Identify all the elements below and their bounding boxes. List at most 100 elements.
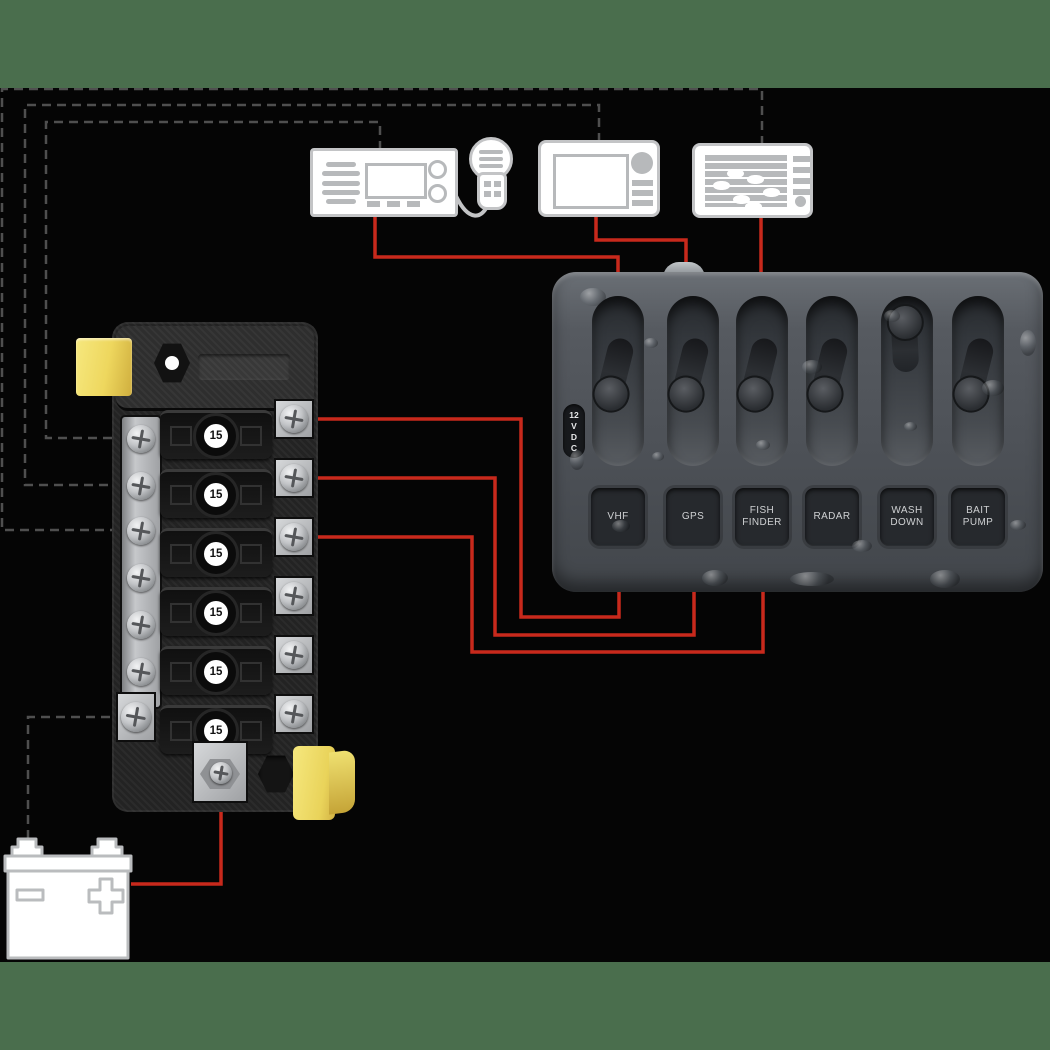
positive-wire-gps	[594, 214, 688, 266]
switch-label-vhf: VHF	[591, 488, 645, 546]
fuse-3: 15	[160, 528, 272, 577]
switch-label-washdown: WASH DOWN	[880, 488, 934, 546]
switch-slot-washdown	[881, 296, 933, 466]
chartplotter-knob	[631, 152, 653, 174]
switch-label-fishfinder: FISH FINDER	[735, 488, 789, 546]
bus-screw-4	[127, 564, 155, 592]
switch-slot-vhf	[592, 296, 644, 466]
bus-screw-5	[127, 611, 155, 639]
fuse-2: 15	[160, 469, 272, 518]
circuit-screw-4	[280, 582, 308, 610]
fishfinder-button	[793, 189, 810, 195]
radio-knob	[428, 160, 447, 179]
fuse-rating: 15	[204, 719, 228, 743]
main-positive-screw	[210, 762, 232, 784]
fishfinder-icon	[692, 143, 813, 218]
fishfinder-button	[793, 178, 810, 184]
bus-screw-2	[127, 472, 155, 500]
fuse-rating: 15	[204, 483, 228, 507]
positive-wire-battery-feed	[131, 776, 223, 886]
voltage-badge-char: C	[570, 442, 578, 453]
water-droplet	[612, 520, 630, 532]
water-droplet	[702, 570, 728, 586]
battery-minus-symbol	[15, 888, 45, 902]
hex-recess	[258, 755, 294, 793]
fuse-5: 15	[160, 646, 272, 695]
mounting-hole-hex	[154, 343, 190, 383]
battery-icon	[3, 837, 133, 960]
switch-slot-baitpump	[952, 296, 1004, 466]
switch-label-gps: GPS	[666, 488, 720, 546]
fuse-rating: 15	[204, 424, 228, 448]
negative-wire-fishfinder	[0, 87, 764, 532]
water-droplet	[802, 360, 822, 374]
fuse-rating: 15	[204, 660, 228, 684]
battery-post-positive	[90, 837, 124, 858]
chartplotter-screen	[553, 154, 629, 209]
radio-button	[387, 201, 400, 207]
yellow-cover-tab-bottom	[293, 746, 359, 822]
positive-wire-vhf	[373, 215, 620, 274]
fishfinder-button	[793, 156, 810, 162]
voltage-badge-char: D	[570, 431, 578, 442]
fishfinder-screen	[705, 155, 787, 207]
circuit-screw-3	[280, 523, 308, 551]
bus-screw-6	[127, 658, 155, 686]
water-droplet	[1010, 520, 1026, 530]
positive-wire-switch1-fuse1	[296, 417, 621, 619]
switch-label-baitpump: BAIT PUMP	[951, 488, 1005, 546]
yellow-cover-tab-top	[76, 338, 132, 396]
water-droplet	[884, 310, 900, 322]
radio-speaker-grille	[321, 162, 361, 204]
switch-label-radar: RADAR	[805, 488, 859, 546]
fuse-block: 15 15 15 15 15 15	[112, 322, 318, 812]
water-droplet	[982, 380, 1004, 396]
radio-display	[365, 163, 427, 199]
voltage-badge: 12 V D C	[563, 404, 585, 458]
voltage-badge-char: 12	[569, 409, 579, 420]
voltage-badge-char: V	[571, 420, 577, 431]
radio-knob	[428, 184, 447, 203]
positive-wire-switch3-fuse3	[296, 535, 765, 654]
toggle-switch-icon	[596, 335, 636, 401]
chartplotter-button	[632, 190, 653, 196]
water-droplet	[580, 288, 606, 306]
fishfinder-knob	[795, 196, 806, 207]
fuse-block-cover	[116, 326, 314, 411]
circuit-screw-1	[280, 405, 308, 433]
radio-button	[367, 201, 380, 207]
water-droplet	[570, 450, 584, 470]
water-droplet	[644, 338, 658, 348]
battery-rim	[3, 854, 133, 873]
fuse-rating: 15	[204, 601, 228, 625]
waterproof-switch-panel: 12 V D C VHF GPS FISH FINDER RADAR WASH …	[552, 272, 1043, 592]
fuse-1: 15	[160, 410, 272, 459]
circuit-screw-2	[280, 464, 308, 492]
battery-post-negative	[10, 837, 44, 858]
top-green-band	[0, 0, 1050, 88]
vhf-radio-icon	[310, 148, 458, 217]
fuse-6: 15	[160, 705, 272, 754]
mic-body	[477, 172, 507, 210]
chartplotter-button	[632, 200, 653, 206]
fishfinder-button	[793, 167, 810, 173]
positive-wire-switch2-fuse2	[296, 476, 696, 637]
water-droplet	[852, 540, 872, 552]
switch-slot-radar	[806, 296, 858, 466]
bus-screw-3	[127, 517, 155, 545]
bottom-green-band	[0, 962, 1050, 1050]
circuit-screw-5	[280, 641, 308, 669]
negative-wire-vhf	[44, 120, 382, 440]
embossed-logo	[198, 354, 290, 380]
water-droplet	[930, 570, 960, 588]
water-droplet	[904, 422, 917, 431]
fuse-4: 15	[160, 587, 272, 636]
chartplotter-button	[632, 180, 653, 186]
radio-button	[407, 201, 420, 207]
toggle-switch-icon	[740, 335, 780, 401]
negative-wire-battery	[26, 715, 132, 839]
toggle-switch-icon	[671, 335, 711, 401]
circuit-screw-6	[280, 700, 308, 728]
water-droplet	[652, 452, 664, 461]
